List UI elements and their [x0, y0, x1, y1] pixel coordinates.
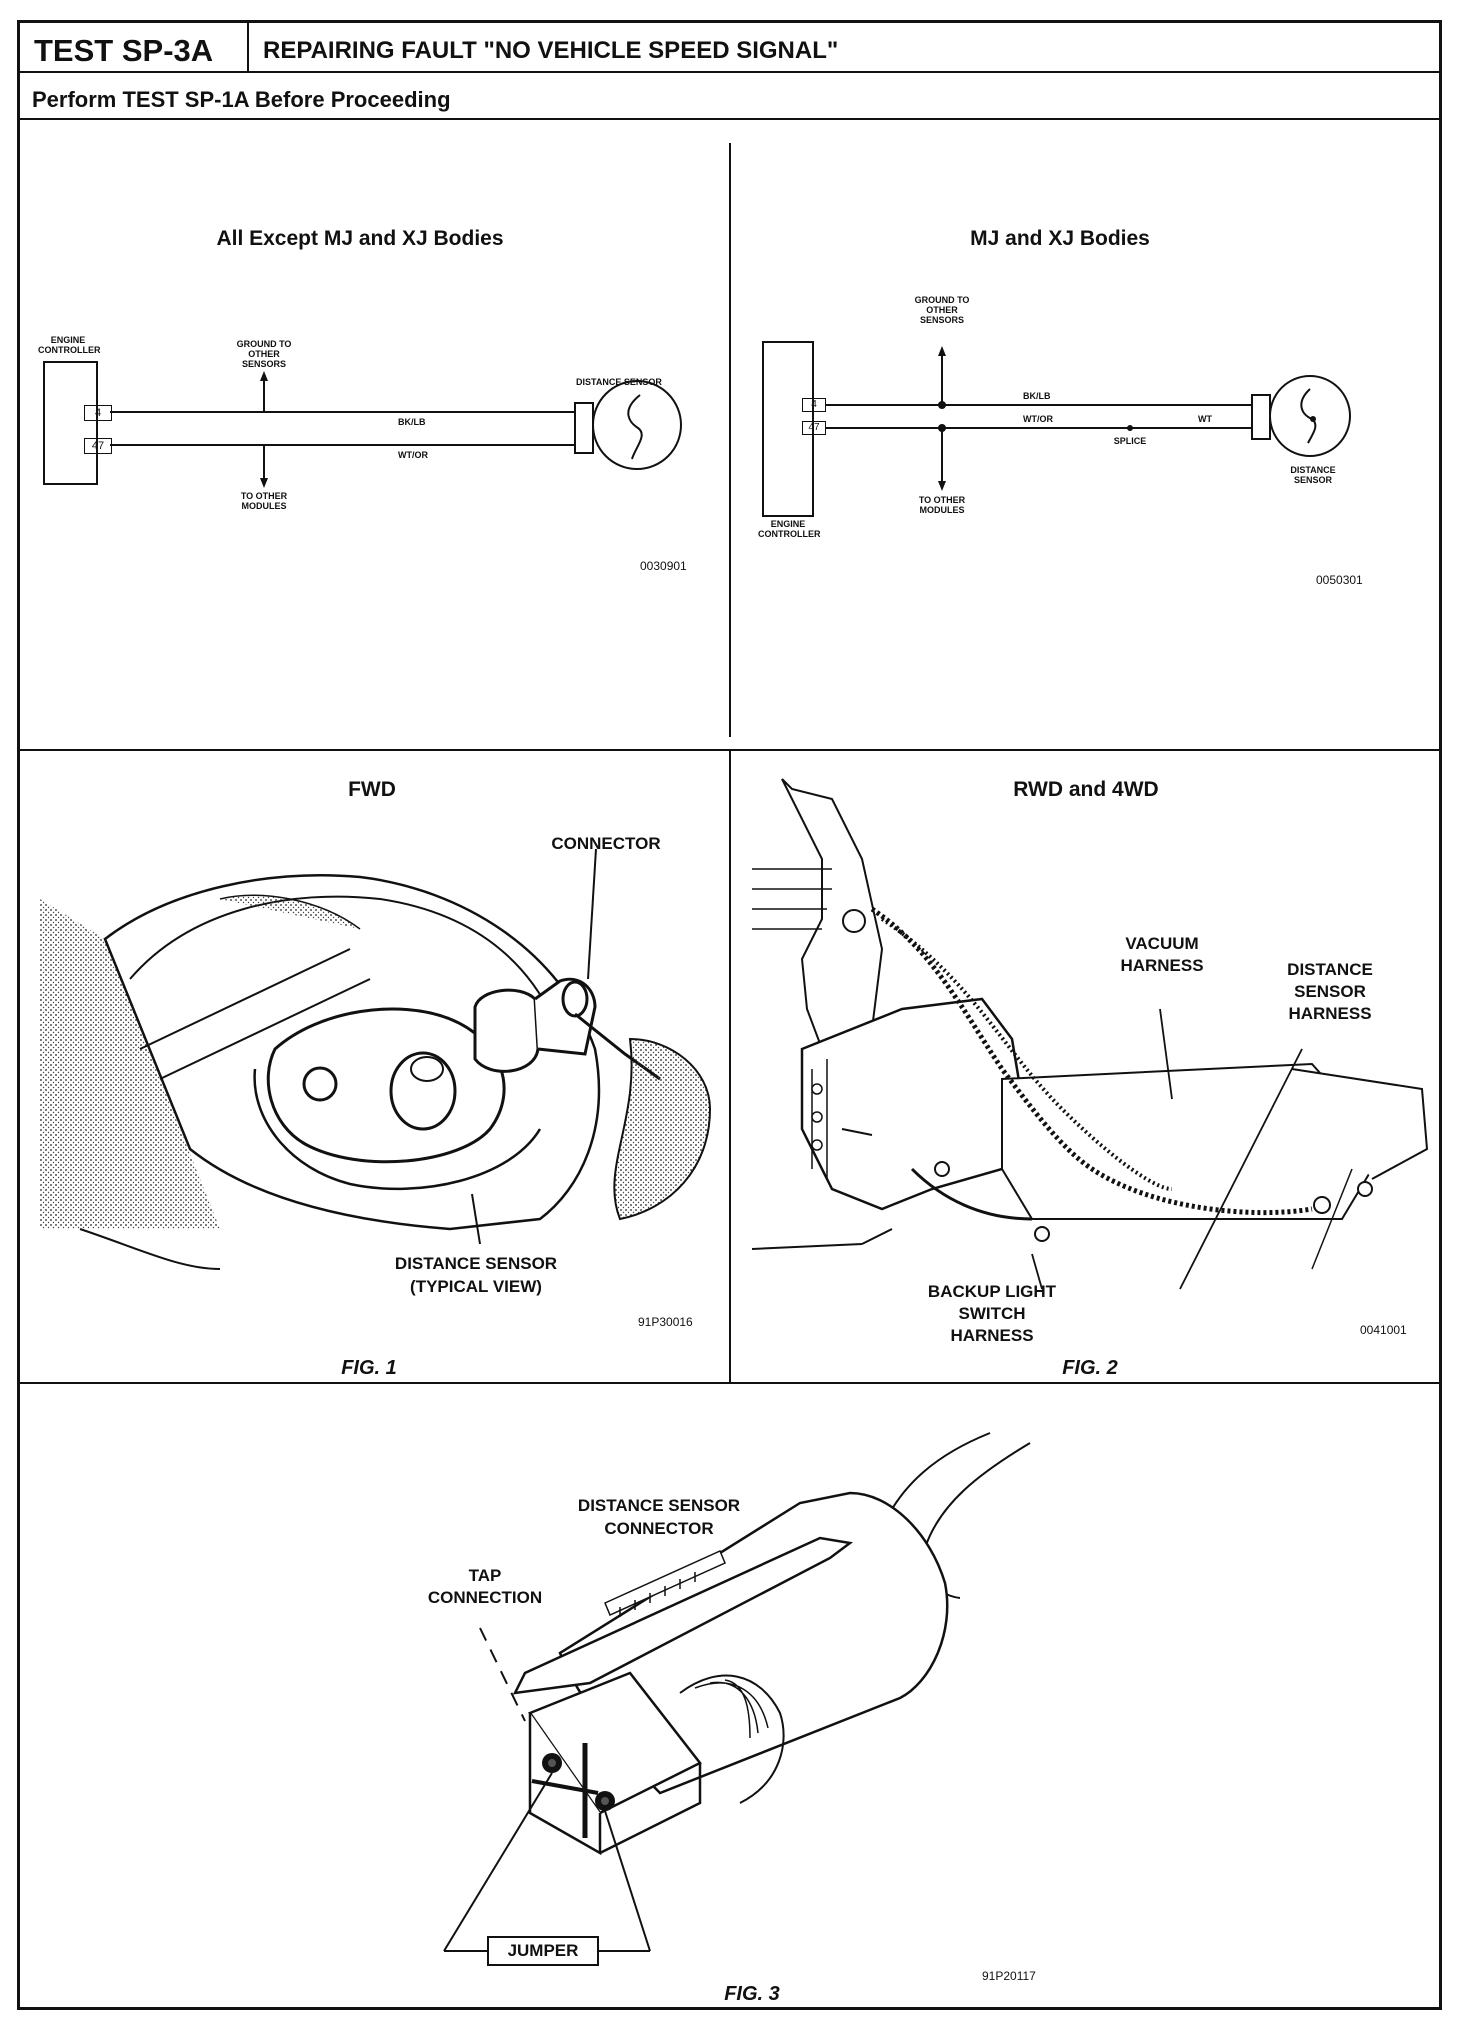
fig1-title: FWD [348, 778, 396, 801]
figure-divider [729, 749, 731, 1382]
document-page: TEST SP-3A REPAIRING FAULT "NO VEHICLE S… [17, 20, 1442, 2010]
fig2-backup-label-line2: SWITCH [958, 1304, 1026, 1323]
wiring-right-wire-bklb: BK/LB [1023, 391, 1051, 401]
fig2-illustration [751, 778, 1429, 1290]
prereq-rule [20, 118, 1439, 120]
header-divider [247, 23, 249, 71]
header-rule [20, 71, 1439, 73]
wiring-left-code: 0030901 [640, 559, 687, 573]
wiring-left-engine-controller-label: ENGINE CONTROLLER [38, 335, 101, 355]
fig1-caption: FIG. 1 [341, 1357, 397, 1379]
wiring-right-splice-label: SPLICE [1113, 436, 1147, 446]
wiring-left-title: All Except MJ and XJ Bodies [216, 227, 504, 250]
wiring-left-wire-bklb: BK/LB [398, 417, 426, 427]
test-id: TEST SP-3A [34, 33, 214, 68]
fig2-caption: FIG. 2 [1062, 1357, 1118, 1379]
wiring-right-pin-4: 4 [802, 398, 826, 412]
fig2-distance-label-line2: SENSOR [1294, 982, 1366, 1001]
wiring-right-modules-label: TO OTHER MODULES [918, 495, 966, 515]
fig1-sensor-label-line2: (TYPICAL VIEW) [410, 1277, 542, 1296]
fig2-vacuum-label-line1: VACUUM [1125, 934, 1199, 953]
fig2-backup-label-line1: BACKUP LIGHT [927, 1282, 1057, 1301]
wiring-right-lines [826, 346, 1351, 491]
fig2-backup-label-line3: HARNESS [950, 1326, 1034, 1345]
fig1-sensor-label-line1: DISTANCE SENSOR [394, 1254, 558, 1273]
wiring-right-engine-controller-box [762, 341, 814, 517]
section-rule-2 [20, 1382, 1439, 1384]
fig3-tap-label-line1: TAP [468, 1566, 502, 1585]
test-title: REPAIRING FAULT "NO VEHICLE SPEED SIGNAL… [263, 37, 839, 64]
fig2-title: RWD and 4WD [1013, 778, 1159, 801]
fig2-distance-label-line3: HARNESS [1288, 1004, 1372, 1023]
fig2-distance-label-line1: DISTANCE [1287, 960, 1373, 979]
wiring-right-wire-wt: WT [1198, 414, 1212, 424]
fig1-code: 91P30016 [638, 1315, 693, 1329]
wiring-left-lines [110, 371, 682, 488]
fig3-caption: FIG. 3 [724, 1983, 780, 2005]
fig3-illustration [443, 1432, 1031, 1966]
wiring-left-ground-label: GROUND TO OTHER SENSORS [236, 339, 292, 369]
prerequisite-note: Perform TEST SP-1A Before Proceeding [32, 87, 451, 112]
wiring-left-wire-wtor: WT/OR [398, 450, 428, 460]
wiring-right-title: MJ and XJ Bodies [970, 227, 1150, 250]
fig2-vacuum-label-line2: HARNESS [1120, 956, 1204, 975]
wiring-right-code: 0050301 [1316, 573, 1363, 587]
fig3-connector-label-line1: DISTANCE SENSOR [577, 1496, 741, 1515]
wiring-right-pin-47: 47 [802, 421, 826, 435]
wiring-left-sensor-label: DISTANCE SENSOR [576, 377, 662, 387]
wiring-right-ground-label: GROUND TO OTHER SENSORS [914, 295, 970, 325]
fig1-illustration [40, 848, 712, 1270]
wiring-right-sensor-label: DISTANCE SENSOR [1290, 465, 1336, 485]
wiring-left-modules-label: TO OTHER MODULES [240, 491, 288, 511]
fig3-code: 91P20117 [982, 1969, 1036, 1983]
fig1-connector-label: CONNECTOR [551, 834, 661, 853]
fig3-connector-label-line2: CONNECTOR [604, 1519, 714, 1538]
fig3-tap-label-line2: CONNECTION [427, 1588, 543, 1607]
wiring-right-engine-controller-label: ENGINE CONTROLLER [758, 519, 821, 539]
wiring-right-wire-wtor: WT/OR [1023, 414, 1053, 424]
fig2-code: 0041001 [1360, 1323, 1407, 1337]
wiring-left-engine-controller-box [43, 361, 98, 485]
wiring-divider [729, 143, 731, 737]
fig3-jumper-label: JUMPER [507, 1941, 579, 1960]
